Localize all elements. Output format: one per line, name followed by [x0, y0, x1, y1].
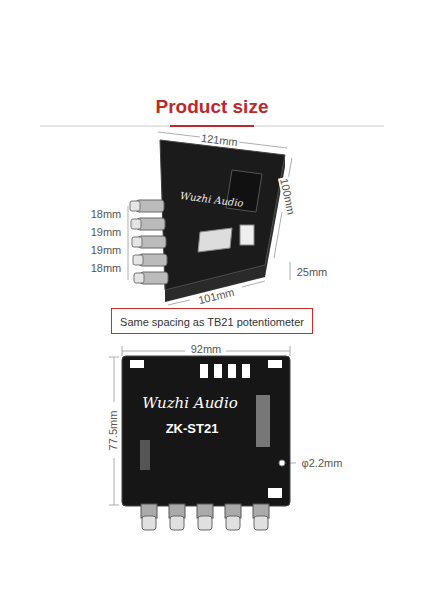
amplifier-board [160, 140, 285, 290]
mounting-hole [279, 460, 285, 466]
dimension: 92mm [191, 344, 222, 355]
dimension: φ2.2mm [302, 458, 343, 469]
amplifier-board [122, 356, 290, 506]
components [130, 360, 282, 498]
dimension-lines [109, 346, 296, 505]
dimension: 19mm [91, 245, 122, 256]
terminal [240, 225, 254, 245]
brand-text: Wuzhi Audio [142, 396, 238, 411]
knobs [141, 504, 269, 530]
title: Product size [156, 97, 269, 116]
dimension: 18mm [91, 263, 122, 274]
dimension: 77.5mm [109, 409, 120, 451]
dimension: 18mm [91, 209, 122, 220]
connector [198, 228, 232, 252]
divider-accent [170, 125, 254, 127]
note-text: Same spacing as TB21 potentiometer [120, 316, 304, 328]
knobs [130, 200, 168, 284]
dimension: 100mm [278, 176, 297, 216]
note-box: Same spacing as TB21 potentiometer [111, 308, 313, 334]
dimension: 19mm [91, 227, 122, 238]
model-name: ZK-ST21 [166, 422, 219, 435]
dimension-lines [128, 132, 292, 305]
dimension: 25mm [297, 267, 328, 278]
divider [40, 126, 384, 127]
